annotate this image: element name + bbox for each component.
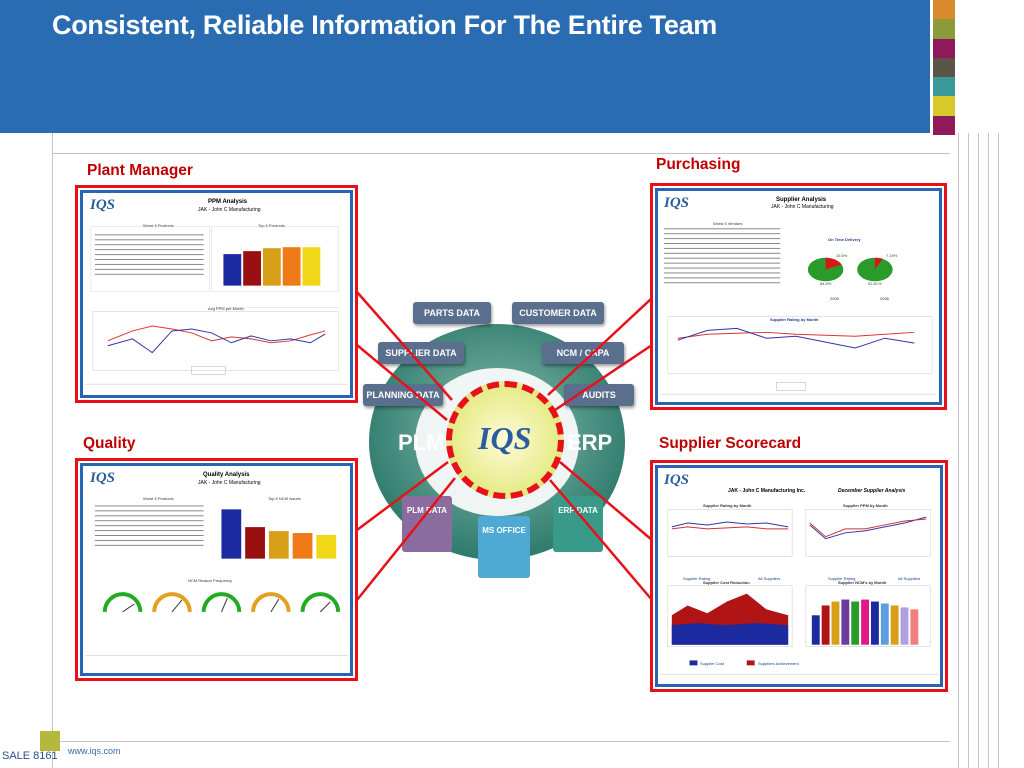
color-square [933, 0, 955, 20]
supplier-title: Supplier Analysis [776, 197, 827, 203]
color-square [933, 57, 955, 78]
quality-table-title: Worst 5 Products [143, 496, 174, 501]
quality-label: Quality [83, 435, 136, 452]
footer-square [40, 731, 60, 751]
scorecard-chart3: Supplier Cost Reduction [703, 580, 750, 585]
divider [52, 153, 950, 154]
purchasing-label: Purchasing [656, 156, 741, 173]
color-square [933, 77, 955, 97]
quality-title: Quality Analysis [203, 472, 250, 478]
ppm-chart1-title: Top 5 Products [258, 223, 285, 228]
supplier-scorecard-label: Supplier Scorecard [659, 435, 802, 452]
iqs-hub [446, 381, 564, 499]
header-banner [0, 0, 930, 133]
scorecard-chart4: Supplier NCM's by Month [838, 580, 887, 585]
guide-line [978, 133, 979, 768]
scorecard-subtitle: December Supplier Analysis [838, 488, 906, 494]
scorecard-chart1: Supplier Rating by Month [703, 503, 752, 508]
ppm-chart2-title: Avg PPM per Month [208, 306, 244, 311]
plm-label: PLM [398, 430, 445, 455]
color-square [933, 135, 955, 155]
legend-item: Supplier Cost [700, 661, 725, 666]
quality-subtitle: JAK - John C Manufacturing [198, 480, 261, 486]
quality-chart1-title: Top 5 NCM Issues [268, 496, 301, 501]
guide-line [988, 133, 989, 768]
pie-year-2005: 2005 [830, 296, 839, 301]
color-square [933, 115, 955, 136]
slide-title: Consistent, Reliable Information For The… [52, 10, 717, 40]
supplier-chart1-title: On Time Delivery [828, 237, 861, 242]
supplier-table-title: Worst 5 Vendors [713, 221, 743, 226]
scorecard-chart2: Supplier PPM by Month [843, 503, 888, 508]
quality-analysis-frame: IQS Quality Analysis JAK - John C Manufa… [75, 458, 358, 681]
supplier-analysis-frame: IQS Supplier Analysis JAK - John C Manuf… [650, 183, 947, 410]
guide-line [958, 133, 959, 768]
color-square [933, 96, 955, 116]
ppm-analysis-frame: IQS PPM Analysis JAK - John C Manufactur… [75, 185, 358, 403]
pie-label: 15.5% [836, 253, 848, 258]
legend-item: All Suppliers [898, 576, 921, 581]
pie-year-2006: 2006 [880, 296, 889, 301]
pie-label: 84.5% [820, 281, 832, 286]
color-square [933, 38, 955, 58]
sale-number: SALE 8161 [2, 750, 58, 762]
guide-line [998, 133, 999, 768]
legend-item: All Suppliers [758, 576, 781, 581]
ppm-table-title: Worst 5 Products [143, 223, 174, 228]
legend-item: Suppliers Achievement [758, 661, 799, 666]
legend-item: Supplier Rating [828, 576, 856, 581]
plant-manager-label: Plant Manager [87, 162, 193, 179]
erp-label: ERP [567, 430, 613, 455]
color-square [933, 19, 955, 39]
ppm-title: PPM Analysis [208, 199, 248, 205]
guide-line [52, 133, 53, 768]
guide-line [968, 133, 969, 768]
customer-data-pill: CUSTOMER DATA [512, 302, 604, 324]
divider [52, 741, 950, 742]
supplier-chart2-title: Supplier Rating by Month [770, 317, 819, 322]
pie-label: 92.81% [868, 281, 882, 286]
legend-item: Supplier Rating [683, 576, 711, 581]
scorecard-title: JAK - John C Manufacturing Inc. [728, 488, 806, 494]
ppm-subtitle: JAK - John C Manufacturing [198, 207, 261, 213]
color-squares [933, 0, 955, 155]
website-link[interactable]: www.iqs.com [68, 746, 121, 756]
pie-label: 7.19% [886, 253, 898, 258]
ncm-capa-pill: NCM / CAPA [542, 342, 624, 364]
supplier-subtitle: JAK - John C Manufacturing [771, 204, 834, 210]
parts-data-pill: PARTS DATA [413, 302, 491, 324]
iqs-logo: IQS [478, 420, 532, 456]
erp-data-box: ERP DATA [553, 496, 603, 552]
supplier-data-pill: SUPPLIER DATA [378, 342, 464, 364]
quality-chart2-title: NCM Reason Frequency [188, 578, 233, 583]
supplier-scorecard-frame: IQS JAK - John C Manufacturing Inc. Dece… [650, 460, 948, 692]
audits-pill: AUDITS [564, 384, 634, 406]
plm-data-box: PLM DATA [402, 496, 452, 552]
ms-office-box: MS OFFICE [478, 516, 530, 578]
